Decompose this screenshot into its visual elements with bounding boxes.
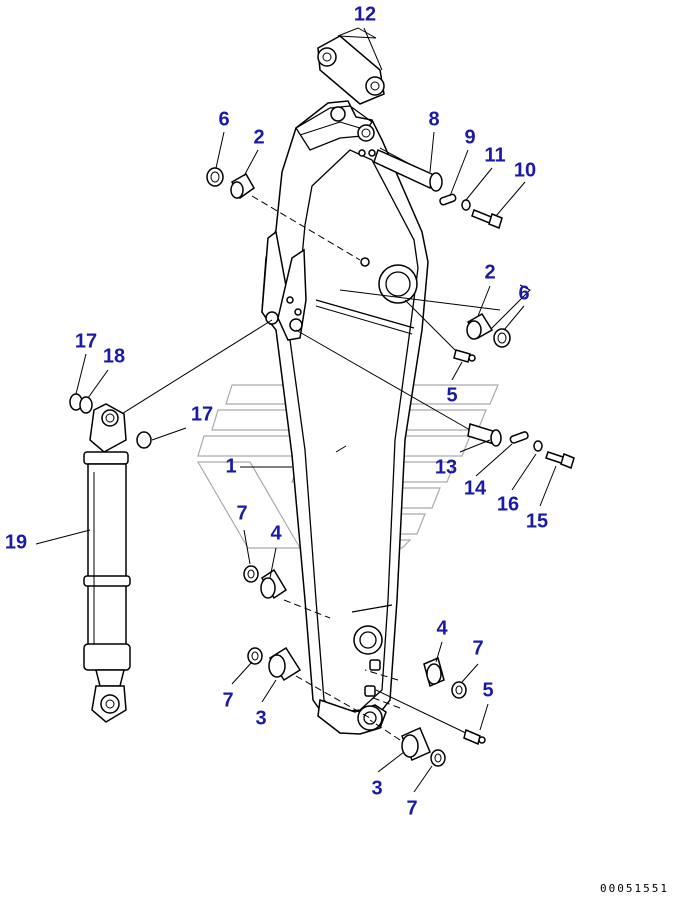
callout-labels: 12 6 2 8 9 11 10 2 6 17 18 5 17 13 1 14 … <box>5 3 548 819</box>
callout-12: 12 <box>354 3 376 25</box>
part-5-grease-fitting-lower <box>463 728 486 746</box>
drawing-code: 00051551 <box>600 882 669 895</box>
callout-15: 15 <box>526 510 548 532</box>
part-2-bushing-mid <box>466 312 494 340</box>
callout-14: 14 <box>464 477 487 499</box>
part-11-washer <box>461 199 471 211</box>
part-9-plate <box>439 193 457 206</box>
part-8-pin <box>373 148 443 192</box>
callout-6-mid: 6 <box>518 282 529 304</box>
callout-5-lower: 5 <box>482 679 493 701</box>
callout-7-left-lower: 7 <box>222 689 233 711</box>
callout-13: 13 <box>435 456 457 478</box>
part-10-bolt <box>471 209 503 230</box>
part-13-pin <box>467 423 502 447</box>
part-19-cylinder <box>83 403 131 723</box>
callout-17-upper: 17 <box>75 330 97 352</box>
part-5-grease-fitting-upper <box>453 349 476 363</box>
part-4-bushing-lower-left <box>260 568 288 600</box>
callout-2-mid: 2 <box>484 261 495 283</box>
callout-4-right: 4 <box>436 617 448 639</box>
callout-18: 18 <box>103 345 125 367</box>
callout-3-left: 3 <box>255 707 266 729</box>
part-12-shims <box>317 35 385 105</box>
part-7-ring-lower-left-b <box>247 647 263 665</box>
part-7-ring-lower-right-a <box>451 681 467 699</box>
callout-16: 16 <box>497 493 519 515</box>
callout-7-right-upper: 7 <box>472 637 483 659</box>
part-4-bushing-lower-right <box>423 656 445 688</box>
part-15-bolt <box>545 451 575 470</box>
part-3-bushing-lower-left <box>268 646 302 682</box>
callout-3-right: 3 <box>371 777 382 799</box>
part-16-washer <box>533 440 543 452</box>
callout-2-upper: 2 <box>253 126 264 148</box>
boom-arm <box>261 100 429 735</box>
callout-4-left: 4 <box>270 522 282 544</box>
part-14-plate <box>509 431 529 444</box>
callout-7-left-upper: 7 <box>236 502 247 524</box>
part-17-washer-b <box>136 431 152 449</box>
part-6-ring-mid <box>493 328 511 348</box>
part-2-bushing-upper <box>230 172 255 200</box>
callout-10: 10 <box>514 159 536 181</box>
callout-7-right-lower: 7 <box>406 797 417 819</box>
callout-17-lower: 17 <box>191 403 213 425</box>
part-7-ring-lower-left-a <box>243 565 259 583</box>
callout-11: 11 <box>484 144 505 166</box>
callout-8: 8 <box>428 108 439 130</box>
callout-5-upper: 5 <box>446 384 457 406</box>
part-7-ring-lower-right-b <box>430 749 446 767</box>
callout-19: 19 <box>5 531 27 553</box>
leader-lines <box>35 27 557 793</box>
callout-9: 9 <box>464 126 475 148</box>
part-6-ring-upper <box>206 167 224 187</box>
callout-6-upper: 6 <box>218 108 229 130</box>
part-3-bushing-lower-right <box>401 727 431 761</box>
part-18-washer <box>79 396 93 414</box>
callout-1: 1 <box>225 455 236 477</box>
